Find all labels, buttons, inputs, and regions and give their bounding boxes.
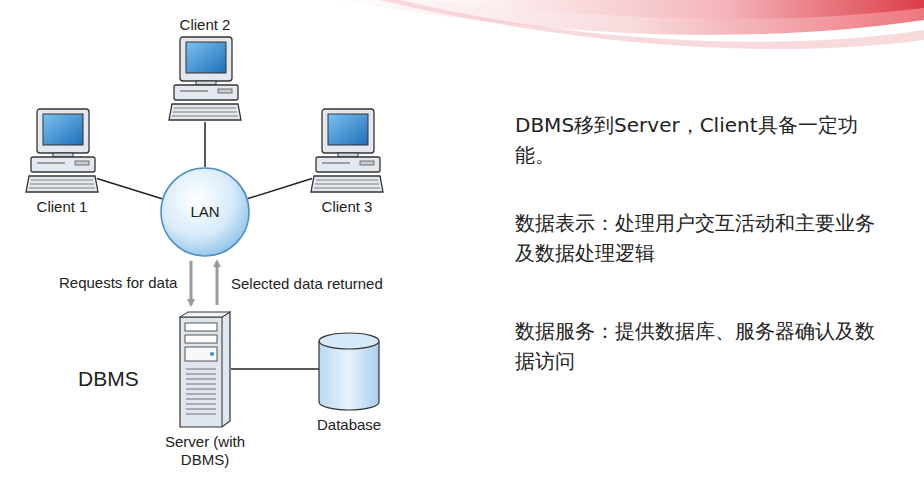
client-computer: Client 3 — [310, 108, 384, 216]
network-link — [204, 122, 206, 167]
node-label: LAN — [190, 203, 219, 221]
edge-label: Requests for data — [57, 274, 179, 291]
note-text: DBMS移到Server，Client具备一定功能。 — [515, 110, 877, 170]
node-label: Client 2 — [180, 16, 231, 34]
node-label: Database — [317, 416, 381, 434]
server-tower-shape — [176, 311, 234, 429]
database-cylinder: Database — [317, 332, 381, 434]
client-computer: Client 2 — [168, 16, 242, 122]
network-link — [231, 368, 319, 370]
client-computer: Client 1 — [25, 108, 99, 216]
note-text: 数据表示：处理用户交互活动和主要业务及数据处理逻辑 — [515, 208, 877, 268]
dbms-label: DBMS — [78, 364, 139, 394]
lan-circle: LAN — [159, 166, 251, 258]
client-computer-shape — [310, 108, 384, 194]
lan-circle-shape: LAN — [159, 166, 251, 258]
node-label: Server (with DBMS) — [155, 433, 255, 469]
node-label: Client 3 — [322, 198, 373, 216]
client-computer-shape — [25, 108, 99, 194]
note-text: 数据服务：提供数据库、服务器确认及数据访问 — [515, 316, 877, 376]
server-tower: Server (with DBMS) — [155, 311, 255, 469]
network-link — [248, 179, 312, 199]
client-computer-shape — [168, 36, 242, 122]
database-cylinder-shape — [317, 332, 381, 412]
node-label: Client 1 — [37, 198, 88, 216]
edge-label: Selected data returned — [229, 275, 385, 292]
network-link — [97, 179, 162, 199]
data-arrow — [190, 261, 193, 305]
data-arrow — [216, 261, 219, 305]
